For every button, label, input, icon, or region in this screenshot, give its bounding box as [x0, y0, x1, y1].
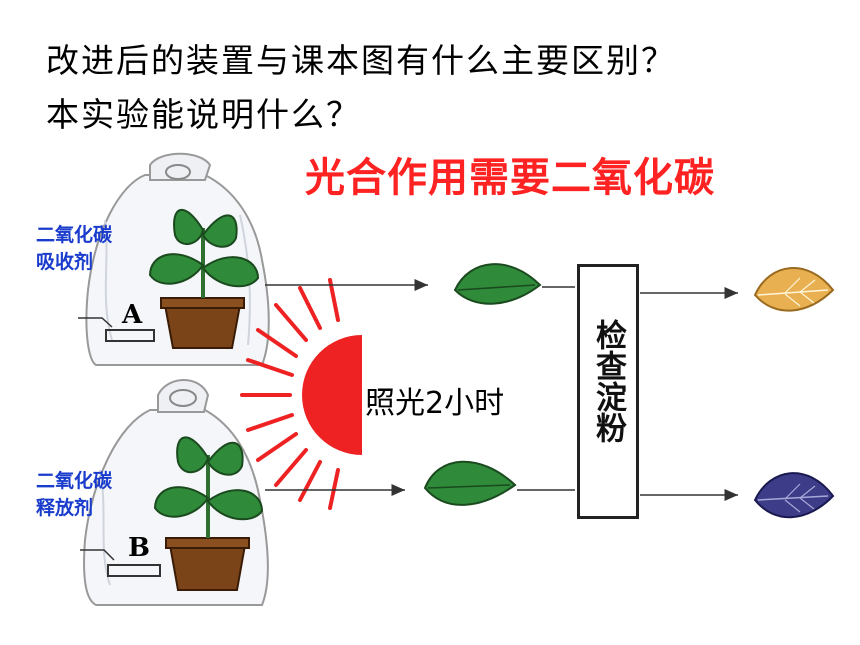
agent-b-line2: 释放剂: [36, 497, 94, 519]
setup-label-b: B: [128, 533, 150, 563]
agent-dish-a: [105, 329, 155, 342]
leaf-icon: [423, 460, 517, 506]
sun-icon: [240, 278, 362, 510]
question-line-1: 改进后的装置与课本图有什么主要区别？: [46, 41, 676, 80]
agent-label-a: 二氧化碳 吸收剂: [36, 222, 112, 276]
conclusion-title: 光合作用需要二氧化碳: [305, 155, 715, 201]
agent-label-b: 二氧化碳 释放剂: [36, 468, 112, 522]
light-condition-label: 照光2小时: [365, 386, 505, 421]
leaf-icon: [753, 267, 835, 312]
agent-a-line2: 吸收剂: [36, 251, 94, 273]
starch-test-box: 检查淀粉: [577, 264, 639, 519]
leaf-icon: [453, 263, 542, 305]
agent-dish-b: [107, 564, 161, 577]
question-line-2: 本实验能说明什么？: [46, 95, 361, 134]
potted-plant-icon: [153, 436, 264, 591]
agent-b-line1: 二氧化碳: [36, 470, 113, 492]
starch-test-label: 检查淀粉: [590, 319, 626, 443]
leaf-icon: [753, 472, 835, 519]
setup-label-a: A: [122, 300, 143, 330]
agent-a-line1: 二氧化碳: [36, 224, 113, 246]
potted-plant-icon: [148, 209, 260, 349]
